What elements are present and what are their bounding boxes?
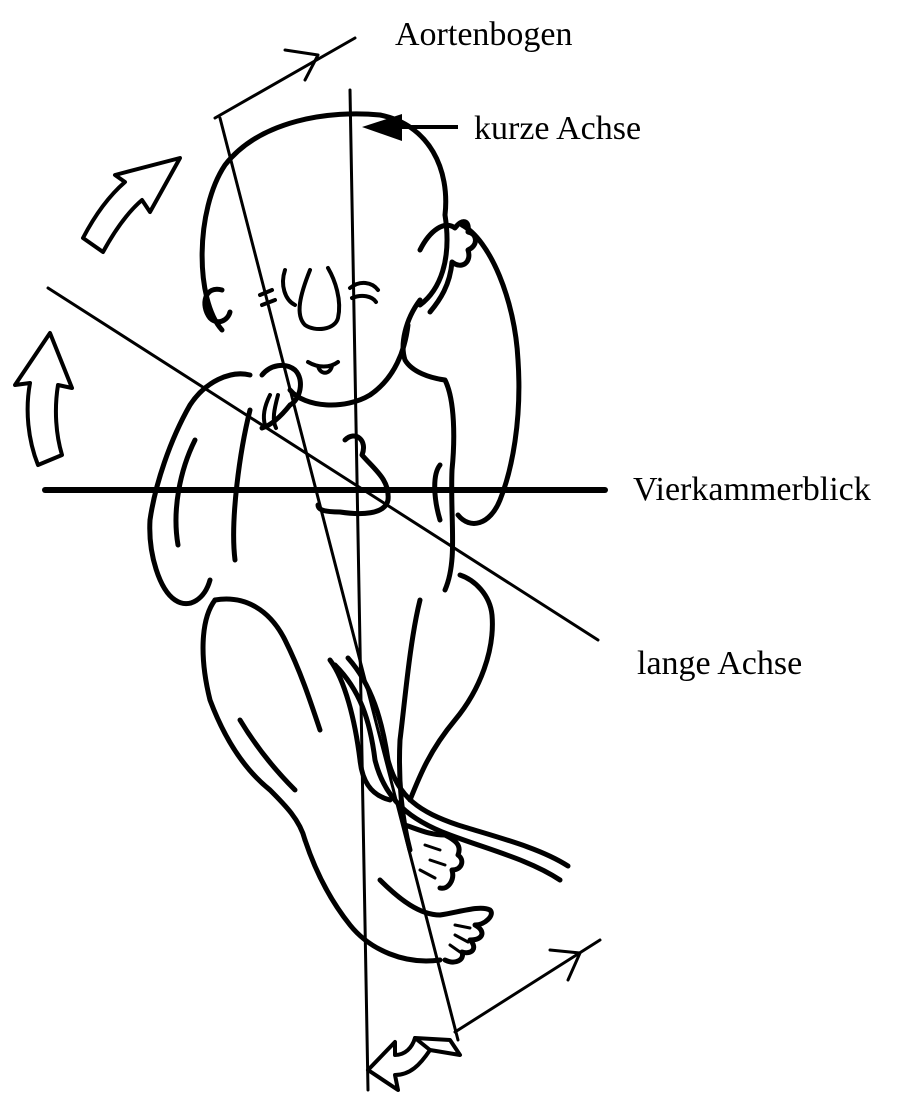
fetus-toes-lower <box>450 925 470 952</box>
fetus-mouth <box>308 362 338 373</box>
rotation-arrow-upper <box>83 158 180 252</box>
fetus-head <box>202 114 447 330</box>
label-aortic-arch: Aortenbogen <box>395 18 573 52</box>
rotation-arrow-lower <box>15 333 72 465</box>
fetus-torso-right <box>410 575 492 800</box>
fetus-shin-left <box>305 840 440 961</box>
fetus-torso-left <box>215 599 320 730</box>
fetus-jaw <box>290 325 408 405</box>
fetus-nose <box>300 268 340 329</box>
label-long-axis: lange Achse <box>637 647 802 681</box>
fetus-left-elbow <box>234 410 250 560</box>
rotation-arrow-bottom <box>368 1038 430 1090</box>
probe-axis-line <box>220 118 458 1040</box>
fetus-chest-mark <box>318 436 388 514</box>
rotation-arrows <box>15 158 460 1090</box>
umbilical-cord-2 <box>348 658 568 866</box>
short-axis-arrowhead <box>362 114 402 141</box>
scan-plane-lines <box>45 38 605 1090</box>
fetus-right-arm-inner <box>403 300 454 590</box>
fetus-knee-left <box>240 720 295 790</box>
rotation-arrow-bottom-tail <box>415 1038 460 1055</box>
fetus-eye-left <box>283 270 295 305</box>
fetus-thigh-left <box>203 600 305 840</box>
short-axis-arrow <box>362 114 458 141</box>
fetus-right-arm-outer <box>458 225 519 523</box>
label-four-chamber-view: Vierkammerblick <box>633 473 871 507</box>
vertical-axis-line <box>350 90 368 1090</box>
label-short-axis: kurze Achse <box>474 112 641 146</box>
fetus-toes-upper <box>420 845 445 878</box>
